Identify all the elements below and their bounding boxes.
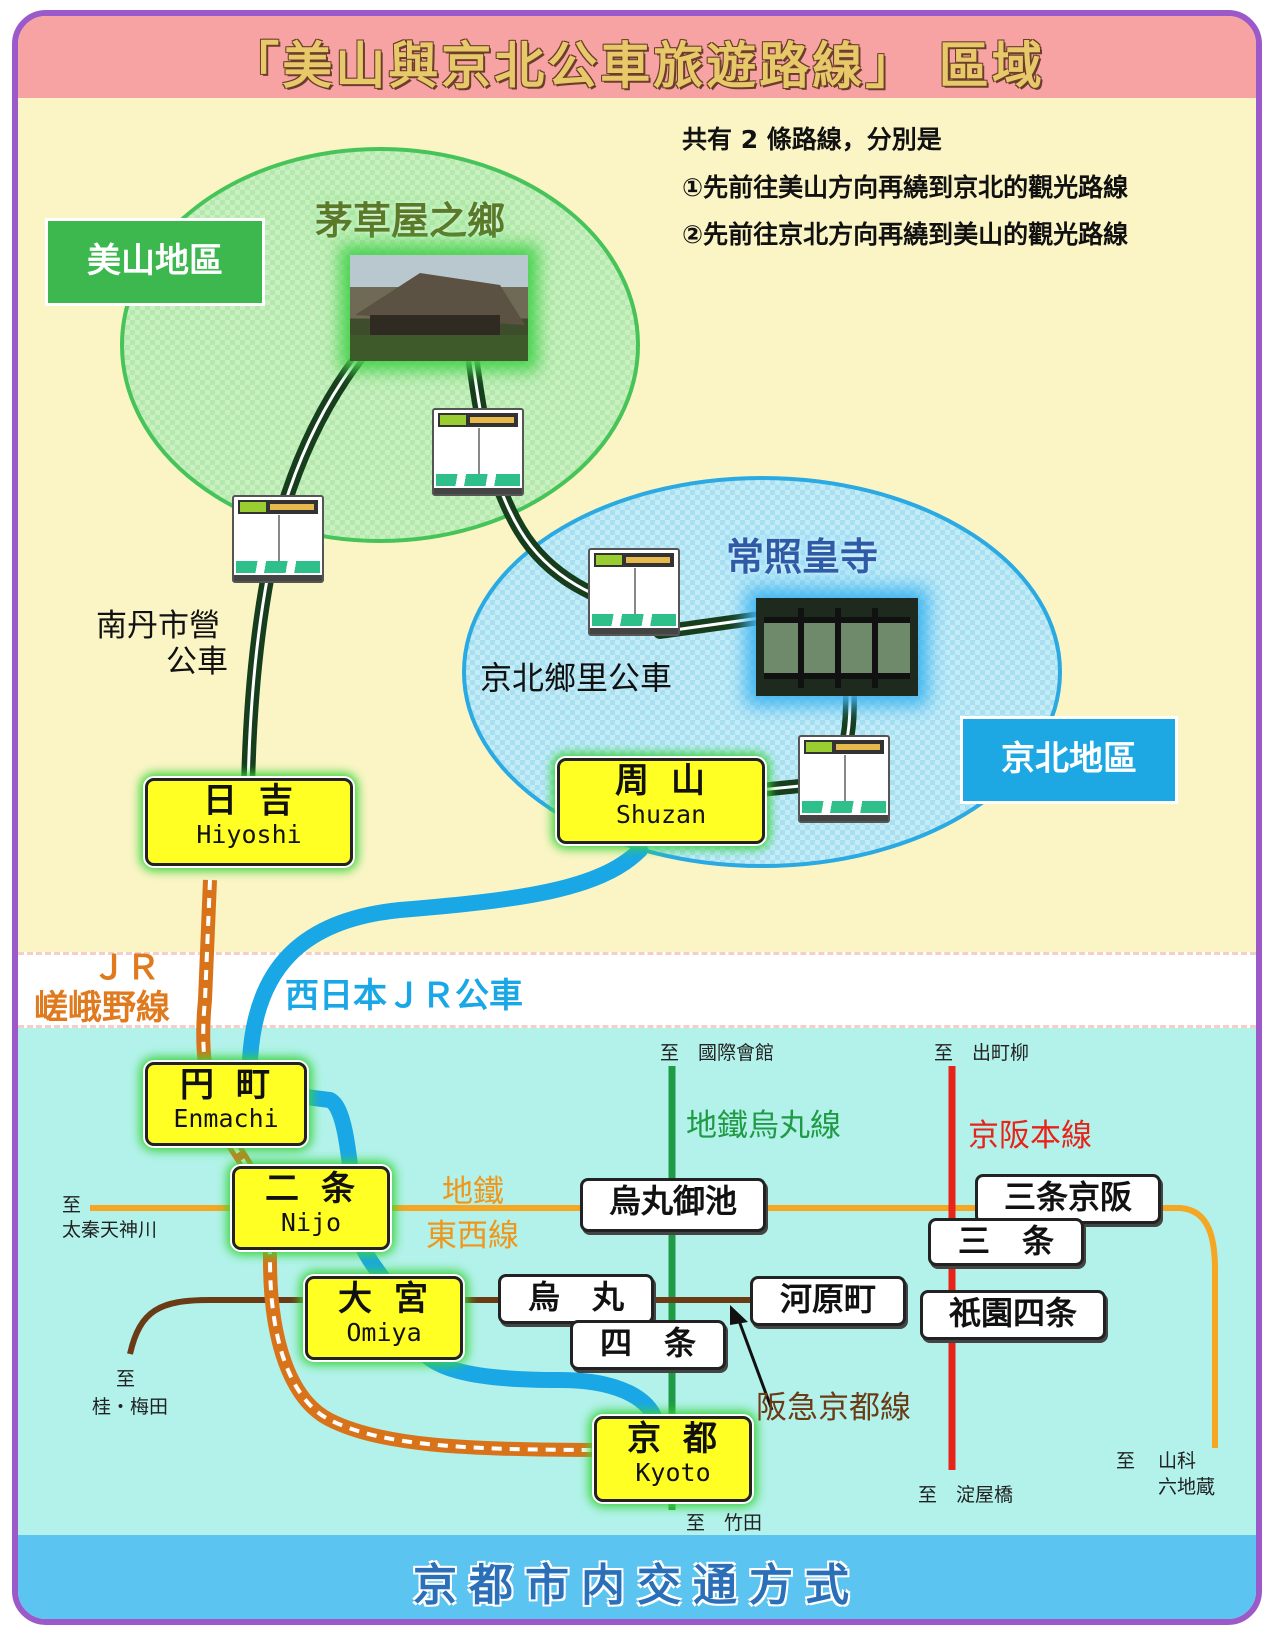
station-sanjo-keihan: 三条京阪 xyxy=(975,1174,1161,1224)
hankyu-line xyxy=(127,1297,760,1355)
direction-yamashina-2: 六地蔵 xyxy=(1158,1476,1216,1498)
station-shuzan: 周山 Shuzan xyxy=(557,758,765,844)
hankyu-pointer-arrow xyxy=(736,1317,774,1411)
joshoko-temple-title: 常照皇寺 xyxy=(726,535,879,579)
map-frame: 「美山與京北公車旅遊路線」 區域 京都市内交通方式 xyxy=(12,10,1262,1625)
station-hiyoshi: 日吉 Hiyoshi xyxy=(145,778,353,866)
station-nijo: 二条 Nijo xyxy=(232,1166,390,1250)
intro-line-1: 共有 2 條路線，分別是 xyxy=(682,125,942,154)
tozai-line-label-2: 東西線 xyxy=(426,1218,519,1254)
direction-kokusai: 至 國際會館 xyxy=(660,1042,775,1064)
station-name-jp: 京都 xyxy=(627,1419,739,1459)
station-sanjo: 三 条 xyxy=(928,1218,1084,1266)
keihan-line-label: 京阪本線 xyxy=(968,1118,1092,1154)
transition-band xyxy=(18,952,1256,1028)
station-karasuma: 烏 丸 xyxy=(498,1274,654,1324)
direction-uzumasa-to: 至 xyxy=(62,1194,82,1216)
station-gion-shijo: 祇園四条 xyxy=(920,1290,1106,1340)
bus-icon xyxy=(588,548,680,636)
direction-katsura-to: 至 xyxy=(116,1368,136,1390)
miyama-region-label: 美山地區 xyxy=(45,218,265,306)
station-name-en: Kyoto xyxy=(635,1458,711,1487)
nantan-bus-label-2: 公車 xyxy=(166,644,228,680)
page-title: 「美山與京北公車旅遊路線」 區域 xyxy=(229,37,1045,95)
temple-lattice-drawing xyxy=(764,608,910,688)
station-name-jp: 周山 xyxy=(615,761,727,801)
direction-yodoyabashi: 至 淀屋橋 xyxy=(918,1484,1014,1506)
thatched-village-title: 茅草屋之鄉 xyxy=(315,199,506,243)
station-shijo: 四 条 xyxy=(570,1320,726,1370)
karasuma-line-label: 地鐵烏丸線 xyxy=(686,1108,841,1144)
hankyu-line-label: 阪急京都線 xyxy=(756,1390,911,1426)
station-omiya: 大宮 Omiya xyxy=(305,1276,463,1360)
footer-title: 京都市内交通方式 xyxy=(413,1560,861,1611)
station-name-jp: 円町 xyxy=(180,1065,292,1105)
station-name-jp: 大宮 xyxy=(338,1279,450,1319)
jr-sagano-line xyxy=(196,879,601,1457)
station-name-en: Enmachi xyxy=(173,1104,279,1133)
direction-demachi: 至 出町柳 xyxy=(934,1042,1030,1064)
intro-line-2: ①先前往美山方向再繞到京北的觀光路線 xyxy=(682,173,1129,202)
footer-banner: 京都市内交通方式 xyxy=(18,1535,1256,1619)
station-karasuma-oike: 烏丸御池 xyxy=(580,1178,766,1232)
direction-katsura: 桂・梅田 xyxy=(92,1396,169,1418)
station-kyoto: 京都 Kyoto xyxy=(594,1416,752,1502)
station-name-en: Hiyoshi xyxy=(196,820,302,849)
jr-line-label-2: 嵯峨野線 xyxy=(34,988,170,1028)
intro-line-3: ②先前往京北方向再繞到美山的觀光路線 xyxy=(682,220,1129,249)
header-banner: 「美山與京北公車旅遊路線」 區域 xyxy=(18,16,1256,98)
jr-bus-label: 西日本ＪＲ公車 xyxy=(285,976,523,1016)
keihoku-region-label: 京北地區 xyxy=(960,716,1178,804)
direction-uzumasa: 太秦天神川 xyxy=(62,1219,158,1241)
station-name-en: Nijo xyxy=(280,1208,342,1237)
station-name-en: Omiya xyxy=(346,1318,422,1347)
temple-window-photo xyxy=(756,598,918,696)
station-enmachi: 円町 Enmachi xyxy=(145,1062,307,1146)
bus-icon xyxy=(798,735,890,823)
direction-yamashina-1: 山科 xyxy=(1158,1450,1197,1472)
station-kawaramachi: 河原町 xyxy=(750,1276,906,1326)
station-name-en: Shuzan xyxy=(615,800,707,829)
station-name-jp: 日吉 xyxy=(203,781,315,821)
keihoku-bus-label: 京北鄉里公車 xyxy=(480,659,673,697)
direction-yamashina-to: 至 xyxy=(1116,1450,1136,1472)
bus-icon xyxy=(432,408,524,496)
nantan-bus-label-1: 南丹市營 xyxy=(96,608,220,644)
thatched-house-photo xyxy=(350,255,528,361)
tozai-line-label-1: 地鐵 xyxy=(442,1174,504,1210)
thatched-roof-drawing xyxy=(350,273,528,361)
jr-line-label-1: ＪＲ xyxy=(92,948,160,988)
station-name-jp: 二条 xyxy=(265,1169,377,1209)
direction-takeda: 至 竹田 xyxy=(686,1512,763,1534)
tozai-line xyxy=(90,1205,1218,1448)
bus-icon xyxy=(232,495,324,583)
